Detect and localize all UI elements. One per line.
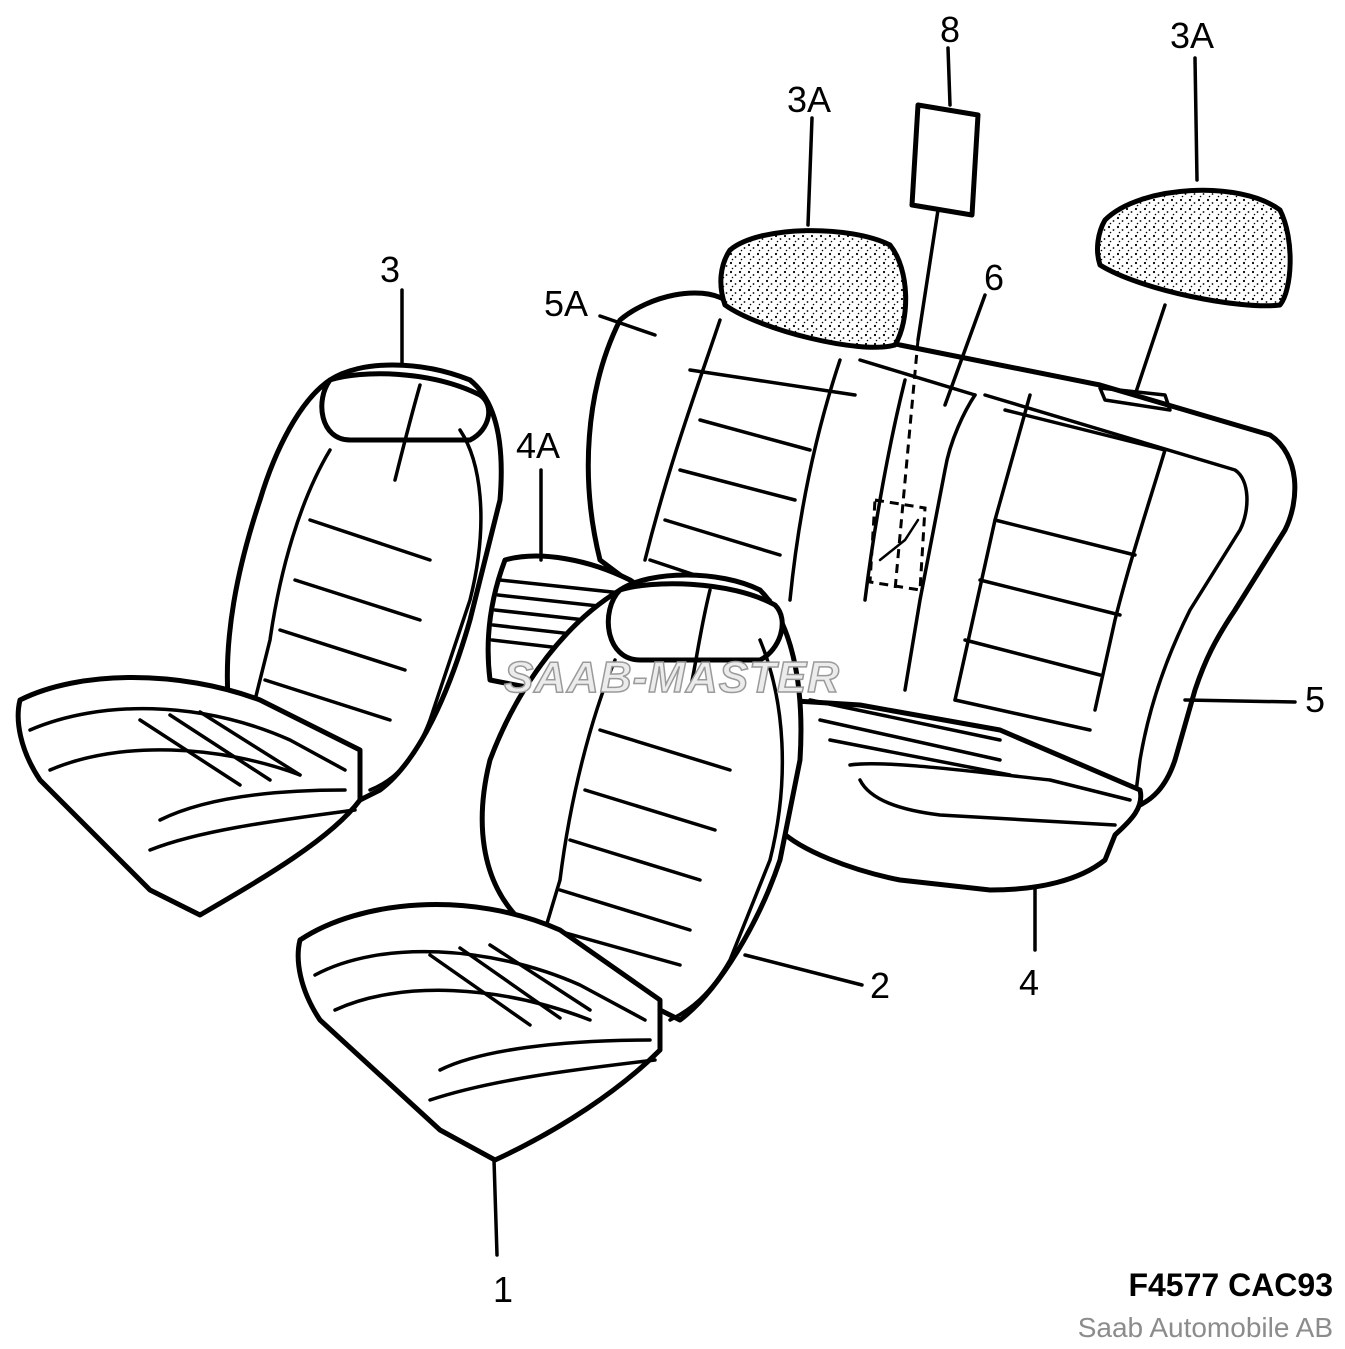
front-left-seat-icon: [15, 362, 504, 918]
callout-3a-center: 3A: [787, 79, 831, 120]
leader-lines: [400, 46, 1297, 1257]
watermark: SAAB-MASTER: [504, 653, 840, 702]
callout-8: 8: [940, 9, 960, 50]
callout-6: 6: [984, 257, 1004, 298]
callout-2: 2: [870, 965, 890, 1006]
callout-1: 1: [493, 1269, 513, 1310]
callout-3: 3: [380, 249, 400, 290]
callout-5: 5: [1305, 679, 1325, 720]
callout-4: 4: [1019, 962, 1039, 1003]
cover-panel-icon: [868, 102, 981, 592]
front-right-seat-icon: [295, 572, 804, 1163]
callout-5a: 5A: [544, 283, 588, 324]
figure-code: F4577 CAC93: [1128, 1267, 1333, 1303]
callout-4a: 4A: [516, 425, 560, 466]
callout-3a-right: 3A: [1170, 15, 1214, 56]
headrest-icon: [718, 187, 1293, 412]
copyright: Saab Automobile AB: [1078, 1312, 1333, 1343]
